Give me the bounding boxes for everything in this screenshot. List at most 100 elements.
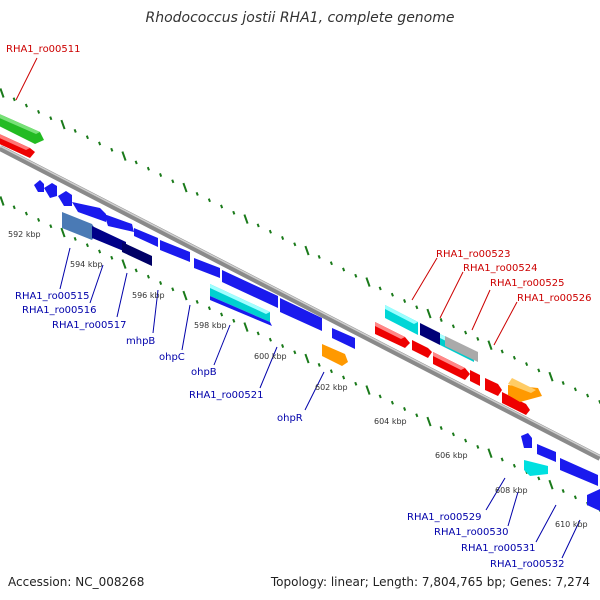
tick-mark — [232, 210, 236, 215]
tick-mark — [586, 393, 590, 398]
tick-mark — [561, 381, 565, 385]
tick-mark — [573, 495, 577, 500]
gene-label-ro00521[interactable]: RHA1_ro00521 — [189, 390, 264, 401]
kbp-label: 610 kbp — [555, 520, 588, 529]
gene-label-ohpb[interactable]: ohpB — [191, 367, 217, 378]
tick-mark — [525, 362, 529, 367]
tick-mark — [268, 337, 272, 342]
tick-mark — [268, 229, 272, 234]
tick-mark — [476, 444, 480, 449]
tick-mark — [0, 88, 5, 98]
gene-red-f[interactable] — [485, 378, 502, 396]
chromosome-backbone — [0, 145, 600, 461]
gene-label-mhpb[interactable]: mhpB — [126, 336, 155, 347]
tick-mark — [281, 344, 285, 348]
tick-mark — [573, 387, 577, 392]
gene-red-b[interactable] — [375, 322, 410, 348]
gene-red-e[interactable] — [470, 370, 480, 386]
tick-mark — [378, 286, 382, 291]
gene-red-g[interactable] — [502, 392, 530, 415]
gene-labels-bottom: RHA1_ro00515 RHA1_ro00516 RHA1_ro00517 m… — [15, 291, 565, 570]
gene-label-ro00525[interactable]: RHA1_ro00525 — [490, 278, 565, 289]
tick-mark — [73, 236, 77, 241]
gene-red-a[interactable] — [0, 132, 35, 158]
gene-ro00523-cyan[interactable] — [385, 305, 418, 335]
gene-red-d[interactable] — [433, 352, 470, 380]
tick-mark — [207, 306, 211, 311]
tick-mark — [317, 254, 321, 259]
tick-mark — [146, 274, 150, 279]
gene-ohpb-cyan[interactable] — [210, 284, 272, 326]
tick-mark — [561, 489, 565, 493]
kbp-label: 606 kbp — [435, 451, 468, 460]
tick-mark — [220, 312, 224, 317]
tick-mark — [342, 375, 346, 380]
tick-mark — [439, 318, 443, 322]
tick-mark — [243, 322, 249, 332]
tick-mark — [243, 214, 249, 224]
gene-label-ro00515[interactable]: RHA1_ro00515 — [15, 291, 90, 302]
gene-label-ro00516[interactable]: RHA1_ro00516 — [22, 305, 97, 316]
kbp-label: 596 kbp — [132, 291, 165, 300]
tick-mark — [73, 128, 77, 133]
tick-mark — [403, 299, 407, 303]
gene-ro00517-navy[interactable] — [122, 242, 152, 266]
gene-label-ro00526[interactable]: RHA1_ro00526 — [517, 293, 592, 304]
tick-mark — [37, 217, 41, 222]
gene-label-ro00532[interactable]: RHA1_ro00532 — [490, 559, 565, 570]
tick-mark — [24, 103, 28, 108]
gene-label-ro00511[interactable]: RHA1_ro00511 — [6, 44, 81, 55]
tick-mark — [256, 331, 260, 336]
gene-label-ohpr[interactable]: ohpR — [277, 413, 303, 424]
tick-mark — [110, 255, 114, 260]
tick-mark — [390, 292, 394, 297]
kbp-label: 600 kbp — [254, 352, 287, 361]
gene-label-ro00517[interactable]: RHA1_ro00517 — [52, 320, 127, 331]
tick-mark — [0, 196, 5, 206]
tick-mark — [512, 355, 516, 360]
tick-mark — [354, 381, 358, 386]
tick-mark — [354, 273, 358, 278]
tick-mark — [329, 369, 333, 374]
tick-mark — [60, 227, 66, 238]
tick-mark — [146, 166, 150, 171]
tick-mark — [37, 109, 41, 114]
gene-label-ro00531[interactable]: RHA1_ro00531 — [461, 543, 536, 554]
tick-mark — [378, 394, 382, 399]
tick-mark — [110, 147, 114, 152]
gene-ro00529-cyan[interactable] — [524, 460, 548, 476]
genome-summary: Topology: linear; Length: 7,804,765 bp; … — [270, 575, 590, 589]
gene-label-ro00529[interactable]: RHA1_ro00529 — [407, 512, 482, 523]
gene-label-ohpc[interactable]: ohpC — [159, 352, 185, 363]
gene-label-ro00523[interactable]: RHA1_ro00523 — [436, 249, 511, 260]
tick-mark — [281, 236, 285, 240]
tick-mark — [182, 182, 188, 193]
tick-mark — [548, 371, 554, 382]
gene-blue-row1[interactable] — [34, 180, 600, 511]
tick-mark — [98, 249, 102, 254]
gene-ohpr-orange[interactable] — [322, 344, 348, 366]
map-title: Rhodococcus jostii RHA1, complete genome — [145, 10, 455, 26]
kbp-label: 598 kbp — [194, 321, 227, 330]
tick-mark — [415, 413, 419, 418]
tick-mark — [476, 336, 480, 341]
gene-ro00524-navy[interactable] — [420, 323, 440, 345]
tick-mark — [317, 362, 321, 367]
gene-label-ro00530[interactable]: RHA1_ro00530 — [434, 527, 509, 538]
tick-mark — [500, 457, 504, 462]
tick-mark — [415, 305, 419, 310]
gene-ro00516-navy[interactable] — [92, 226, 126, 252]
tick-mark — [342, 267, 346, 272]
gene-ro00515-steelblue[interactable] — [62, 212, 97, 240]
gene-ro00511-green[interactable] — [0, 112, 44, 144]
gene-ro00525-grey[interactable] — [445, 336, 478, 362]
gene-orange-a[interactable] — [508, 378, 542, 402]
tick-mark — [548, 479, 554, 490]
tick-mark — [464, 438, 468, 443]
tick-mark — [537, 368, 541, 373]
gene-red-c[interactable] — [412, 340, 432, 358]
tick-mark — [256, 223, 260, 228]
gene-label-ro00524[interactable]: RHA1_ro00524 — [463, 263, 538, 274]
tick-mark — [293, 242, 297, 247]
